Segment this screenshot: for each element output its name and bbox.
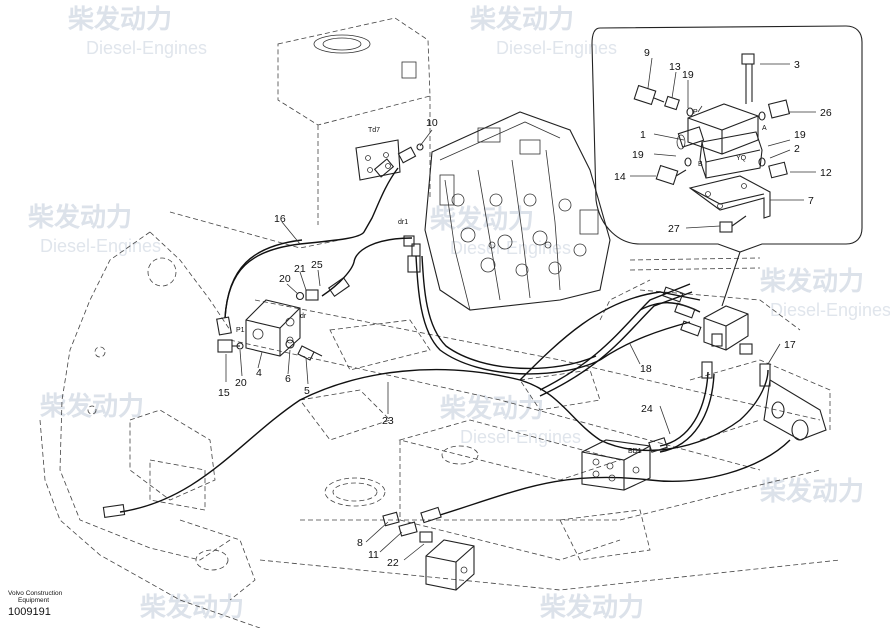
port-p: P [693, 109, 698, 116]
callout-24: 24 [641, 403, 653, 415]
callout-3: 3 [794, 59, 800, 71]
callout-12: 12 [820, 167, 832, 179]
callout-21: 21 [294, 263, 306, 275]
watermark-layer: 柴发动力 Diesel-Engines 柴发动力 Diesel-Engines … [27, 4, 890, 623]
port-p1: P1 [236, 327, 245, 334]
svg-text:Diesel-Engines: Diesel-Engines [770, 300, 890, 320]
port-a: A [762, 125, 767, 132]
svg-text:柴发动力: 柴发动力 [39, 391, 144, 422]
callout-19-top: 19 [682, 69, 694, 81]
port-dr1: dr1 [398, 219, 408, 226]
svg-text:柴发动力: 柴发动力 [67, 4, 172, 35]
manifold-block-22 [382, 511, 475, 591]
callout-26: 26 [820, 107, 832, 119]
port-labels: Td7 dr1 P1 dr BD1 P A B [236, 109, 767, 455]
callout-4: 4 [256, 367, 262, 379]
callout-14: 14 [614, 171, 626, 183]
maker-line1: Volvo Construction [8, 590, 63, 597]
callout-25: 25 [311, 259, 323, 271]
callout-20a: 20 [279, 273, 291, 285]
drawing-number: 1009191 [8, 606, 51, 618]
svg-text:Diesel-Engines: Diesel-Engines [460, 427, 581, 447]
svg-text:柴发动力: 柴发动力 [439, 393, 544, 424]
callout-18: 18 [640, 363, 652, 375]
svg-text:Diesel-Engines: Diesel-Engines [40, 236, 161, 256]
callout-9: 9 [644, 47, 650, 59]
svg-text:柴发动力: 柴发动力 [469, 4, 574, 35]
callout-20b: 20 [235, 377, 247, 389]
detail-inset: YQ [591, 25, 863, 253]
hose-end-fittings [102, 158, 771, 524]
callout-15: 15 [218, 387, 230, 399]
callout-22: 22 [387, 557, 399, 569]
svg-text:柴发动力: 柴发动力 [759, 476, 864, 507]
svg-text:柴发动力: 柴发动力 [139, 592, 244, 623]
callout-2: 2 [794, 143, 800, 155]
drawing-caption: Volvo Construction Equipment 1009191 [8, 590, 62, 618]
maker-line2: Equipment [18, 597, 50, 604]
svg-text:柴发动力: 柴发动力 [539, 592, 644, 623]
svg-text:YQ: YQ [736, 155, 747, 162]
callout-1: 1 [640, 129, 646, 141]
callout-27: 27 [668, 223, 680, 235]
callout-13: 13 [669, 61, 681, 73]
td7-port-bracket [355, 139, 424, 181]
svg-text:柴发动力: 柴发动力 [429, 204, 534, 235]
callout-7: 7 [808, 195, 814, 207]
svg-text:柴发动力: 柴发动力 [759, 266, 864, 297]
svg-text:Diesel-Engines: Diesel-Engines [496, 38, 617, 58]
port-b: B [698, 161, 703, 168]
inset-leader [721, 251, 741, 307]
port-bd1: BD1 [628, 448, 642, 455]
callout-10: 10 [426, 117, 438, 129]
callout-19-left: 19 [632, 149, 644, 161]
callout-17: 17 [784, 339, 796, 351]
svg-text:Diesel-Engines: Diesel-Engines [86, 38, 207, 58]
callout-16: 16 [274, 213, 286, 225]
callout-8: 8 [357, 537, 363, 549]
port-td7: Td7 [368, 127, 380, 134]
machine-frame [39, 17, 841, 628]
svg-text:Diesel-Engines: Diesel-Engines [450, 238, 571, 258]
callout-5: 5 [304, 385, 310, 397]
callout-19-right: 19 [794, 129, 806, 141]
port-dr: dr [300, 313, 307, 320]
dr1-port-fitting [403, 235, 421, 257]
callout-23: 23 [382, 415, 394, 427]
hose-lines [119, 167, 791, 516]
callout-11: 11 [368, 549, 379, 561]
solenoid-valve-assembly [703, 305, 827, 441]
manifold-block-4 [217, 289, 323, 361]
main-control-valve [424, 111, 611, 311]
callout-numbers: 10 16 20 21 25 15 20 4 6 5 23 18 24 17 8… [218, 47, 832, 569]
leader-lines [225, 129, 781, 561]
callout-6: 6 [285, 373, 291, 385]
svg-text:柴发动力: 柴发动力 [27, 202, 132, 233]
bd1-valve-block [581, 439, 651, 491]
